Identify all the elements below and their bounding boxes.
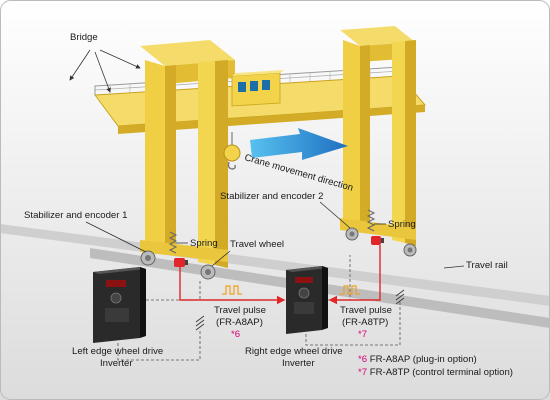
right-sill-beam [340,218,416,240]
travel-rail-label: Travel rail [466,260,508,271]
pulse-left-line1: Travel pulse [214,305,266,316]
stabilizer-1-label: Stabilizer and encoder 1 [24,210,127,221]
left-inverter-label-1: Left edge wheel drive [72,346,163,357]
crane-direction-arrow [250,128,348,160]
right-inverter-dial [298,287,310,299]
travel-wheel-label: Travel wheel [230,239,284,250]
left-power-cable [117,330,201,361]
right-top-beam [340,26,415,46]
hook-icon [227,161,236,170]
right-inverter-label-1: Right edge wheel drive [245,346,343,357]
left-pulse-line [179,267,286,305]
right-inverter-display [295,277,313,283]
left-inverter-display [106,280,126,287]
pulse-right-line2: (FR-A8TP) [342,317,388,328]
footnote-7: *7 FR-A8TP (control terminal option) [358,367,513,378]
right-leg-front [392,41,405,243]
right-inverter [286,266,322,334]
right-spring [366,209,376,232]
spring-right-label: Spring [388,219,416,230]
right-pulse-waveform [340,285,360,295]
left-top-beam [140,40,235,66]
left-leg-back [145,60,165,250]
left-inverter [93,267,140,343]
right-encoder [371,236,381,245]
left-pulse-waveform [222,285,242,295]
left-leg-front [198,61,215,265]
cab-window [238,82,246,92]
pulse-left-star: *6 [231,329,240,340]
left-encoder [174,258,185,267]
right-pulse-line [328,245,381,305]
pulse-right-line1: Travel pulse [340,305,392,316]
stabilizer-2-label: Stabilizer and encoder 2 [220,191,323,202]
left-inverter-dial [110,292,122,304]
left-inverter-label-2: Inverter [100,358,133,369]
spring-left-label: Spring [190,238,218,249]
right-leg-back [343,40,360,225]
travel-rail-back [0,224,550,306]
bridge-label: Bridge [70,32,98,43]
left-sill-beam [140,240,228,262]
right-power-cable [305,300,401,346]
pulse-right-star: *7 [358,329,367,340]
footnote-6: *6 FR-A8AP (plug-in option) [358,354,477,365]
hook-block [223,144,241,162]
right-inverter-label-2: Inverter [282,358,315,369]
left-spring [168,231,178,254]
pulse-left-line2: (FR-A8AP) [216,317,263,328]
